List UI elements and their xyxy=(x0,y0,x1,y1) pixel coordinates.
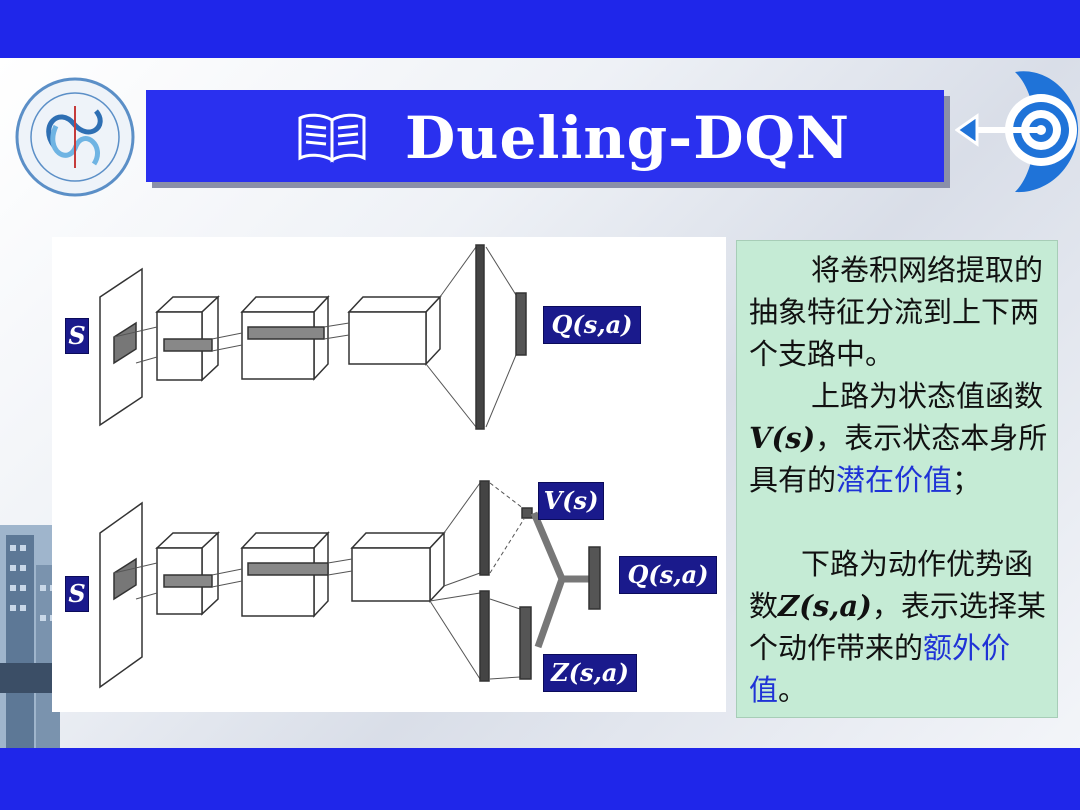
book-icon xyxy=(298,113,366,163)
advantage-label: Z(s,a) xyxy=(543,654,637,692)
input-label-bottom: S xyxy=(65,576,89,612)
aggregation-path xyxy=(530,511,592,649)
value-output-node xyxy=(521,507,533,519)
value-label: V(s) xyxy=(538,482,604,520)
q-output-layer-top xyxy=(515,292,527,356)
advantage-hidden-layer xyxy=(479,590,490,682)
page-title: Dueling-DQN xyxy=(405,104,851,172)
value-hidden-layer xyxy=(479,480,490,576)
q-output-layer-bottom xyxy=(588,546,601,610)
advantage-output-layer xyxy=(519,606,532,680)
note-paragraph-1: 将卷积网络提取的抽象特征分流到上下两个支路中。 xyxy=(749,253,1044,371)
explanation-panel: 将卷积网络提取的抽象特征分流到上下两个支路中。 上路为状态值函数V(s)，表示状… xyxy=(736,240,1058,718)
title-banner xyxy=(146,90,944,182)
note-paragraph-3: 下路为动作优势函数Z(s,a)，表示选择某个动作带来的额外价值。 xyxy=(749,547,1046,707)
note-paragraph-2: 上路为状态值函数V(s)，表示状态本身所具有的潜在价值； xyxy=(749,379,1048,497)
dense-layer-top xyxy=(475,244,485,430)
target-arrow-icon xyxy=(955,71,1079,193)
potential-value-highlight: 潜在价值 xyxy=(836,463,953,497)
top-bar xyxy=(0,0,1080,58)
bottom-bar xyxy=(0,748,1080,810)
q-label-bottom: Q(s,a) xyxy=(619,556,717,594)
fc-block-top xyxy=(347,295,442,366)
extra-value-highlight: 额外价值 xyxy=(749,631,1011,707)
input-label-top: S xyxy=(65,318,89,354)
conv-block-1-bottom xyxy=(155,531,220,616)
building-image xyxy=(0,525,60,748)
network-architecture-svg xyxy=(99,244,601,689)
fc-block-bottom xyxy=(350,531,446,603)
school-seal-logo xyxy=(15,77,135,197)
q-label-top: Q(s,a) xyxy=(543,306,641,344)
